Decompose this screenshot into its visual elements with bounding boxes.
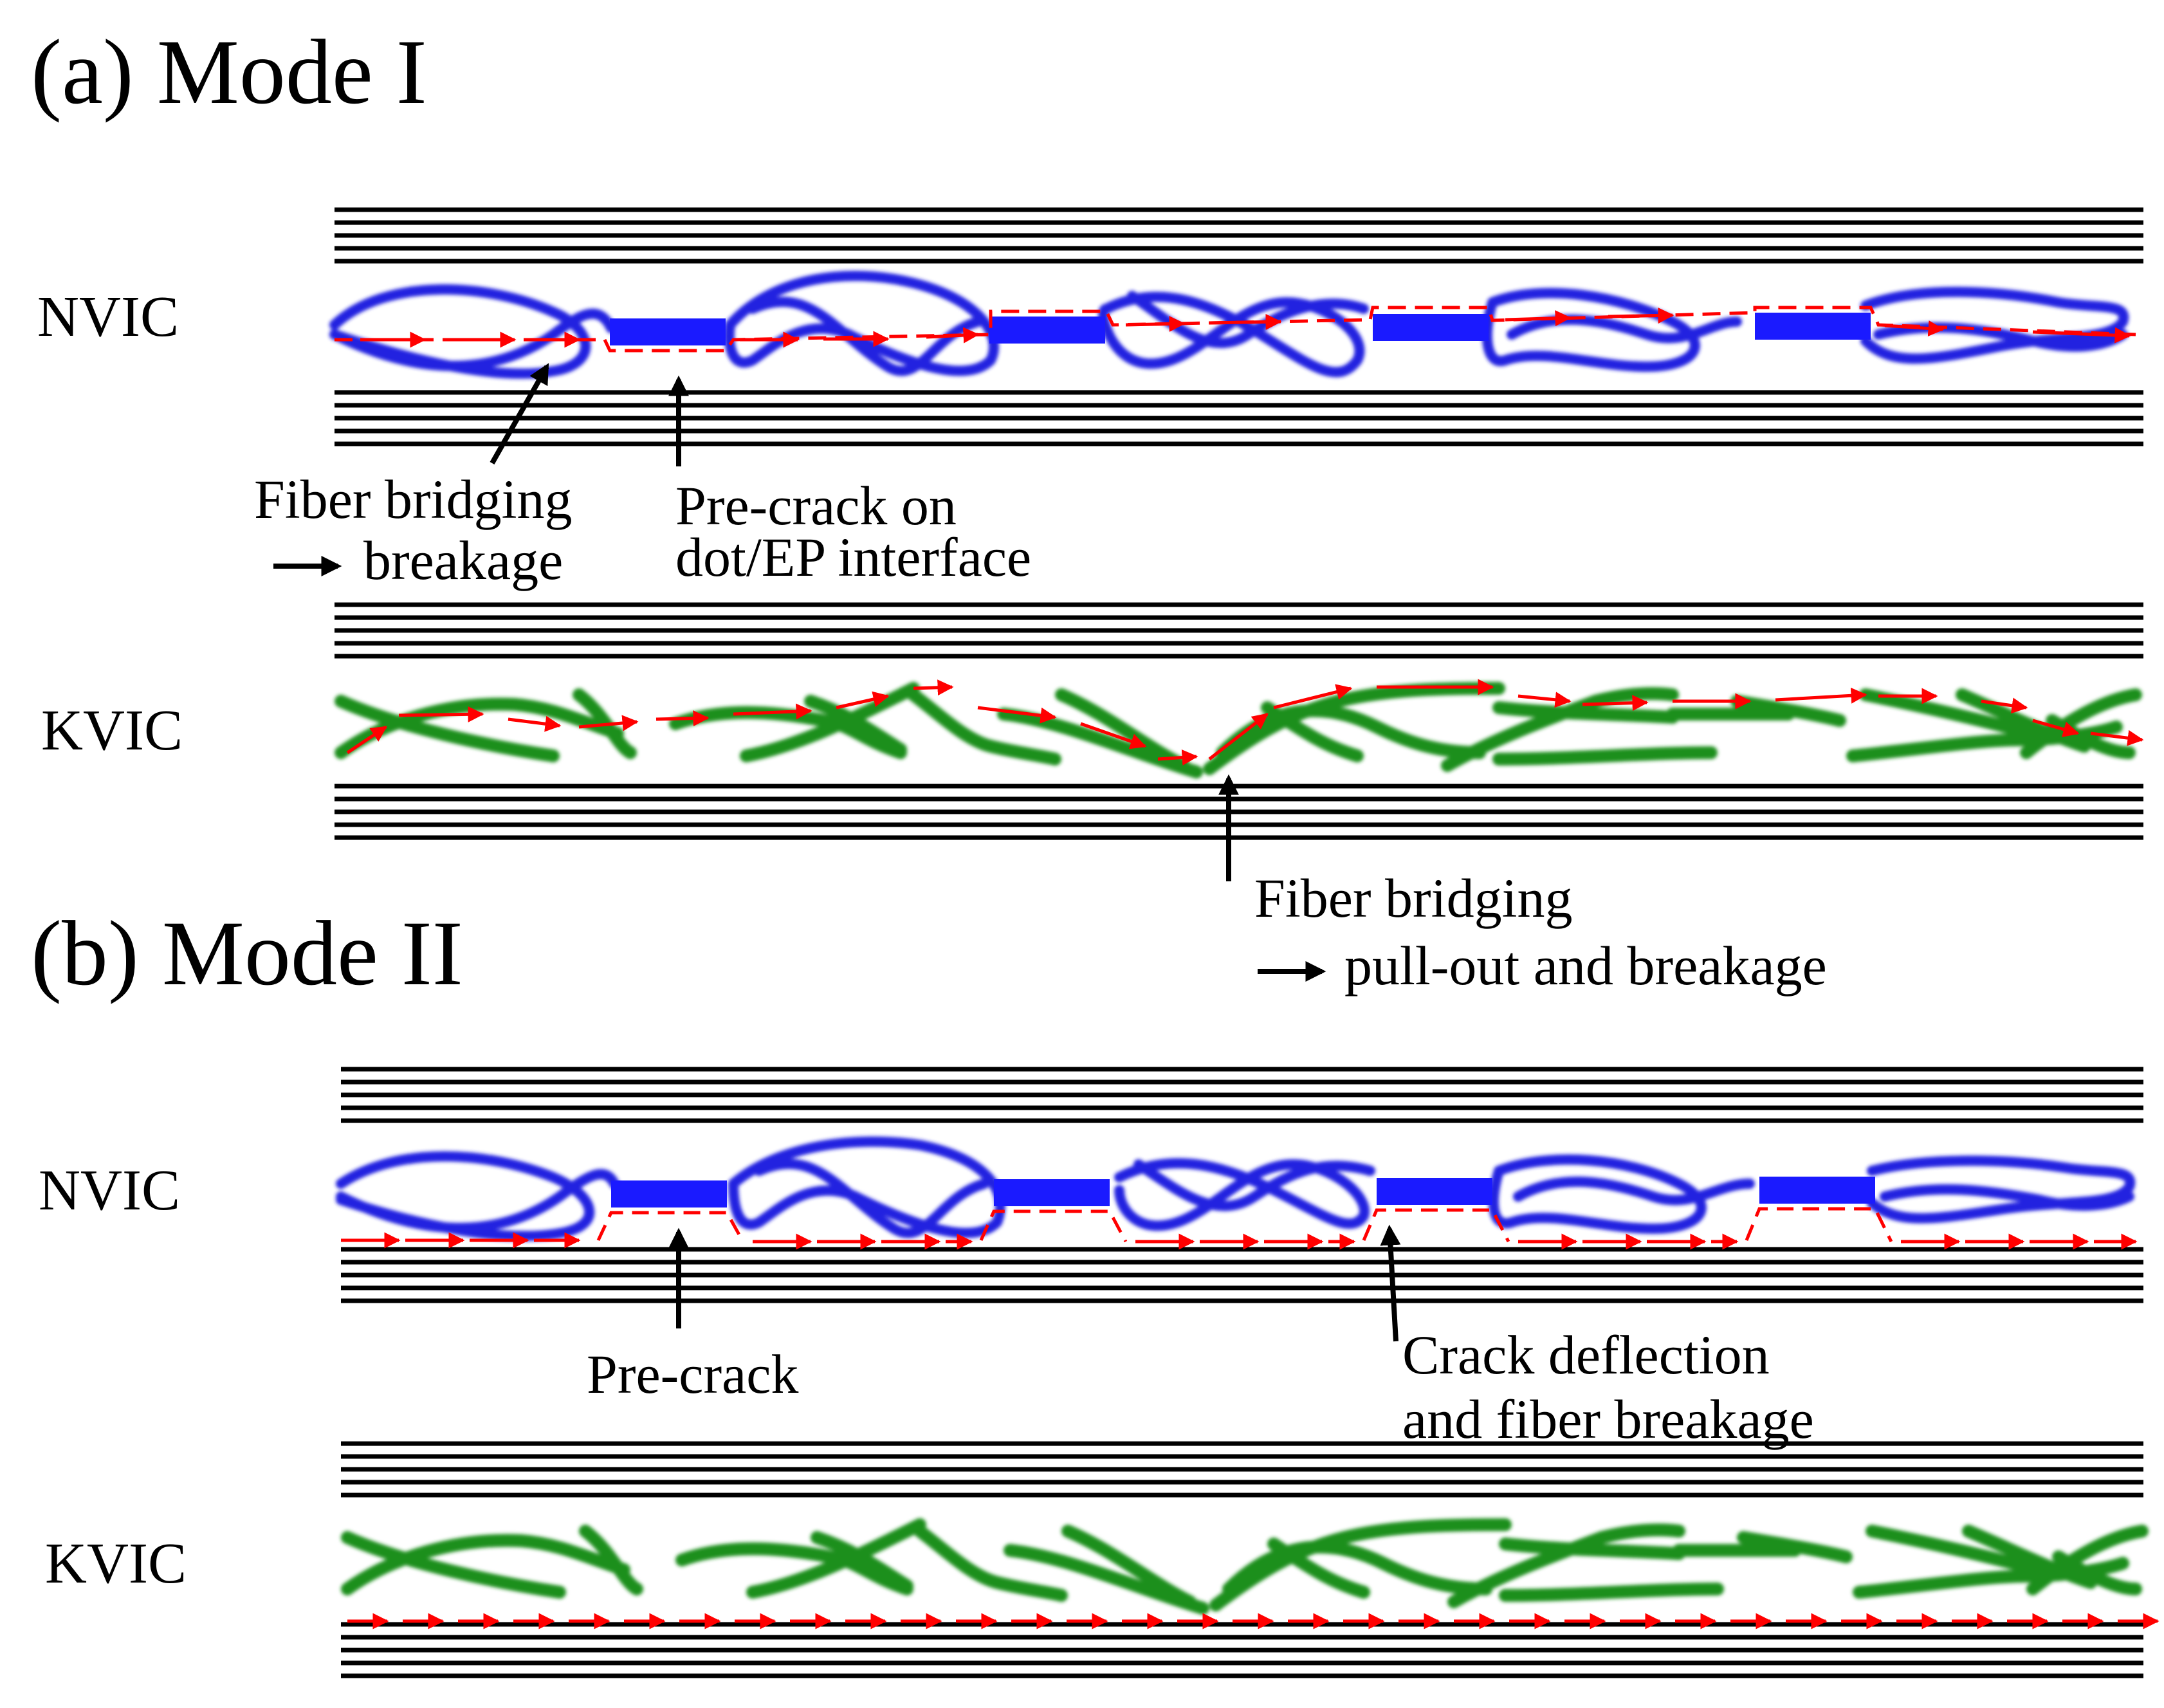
- ply-stack-a-nvic-top: [335, 207, 2143, 264]
- crack-arrows-mode1-nvic: [360, 307, 2131, 348]
- annotation-fiber-bridging-pullout-1: Fiber bridging: [1254, 867, 1572, 929]
- annotation-arrows: [273, 363, 1401, 1342]
- annotation-precrack: Pre-crack: [587, 1343, 798, 1405]
- arrow-fiber-bridging-breakage: [490, 363, 549, 464]
- annotation-fiber-bridging-1: Fiber bridging: [254, 468, 572, 530]
- kvic-fibers-mode2: [341, 1518, 2149, 1615]
- annotation-crack-deflection-2: and fiber breakage: [1402, 1388, 1814, 1450]
- kvic-fibers-mode1: [335, 682, 2142, 778]
- ply-stack-b-kvic-bottom: [341, 1622, 2143, 1678]
- crack-path-mode1-kvic: [346, 679, 2144, 766]
- annotation-crack-deflection-1: Crack deflection: [1402, 1324, 1770, 1386]
- annotation-fiber-bridging-pullout-2: pull-out and breakage: [1344, 935, 1827, 996]
- annotation-precrack-interface-2: dot/EP interface: [675, 526, 1031, 588]
- nvic-dots-mode1: [610, 313, 1871, 345]
- annotation-fiber-bridging-2: breakage: [363, 529, 563, 591]
- row-label-nvic-b: NVIC: [39, 1159, 180, 1222]
- crack-arrows-mode2-nvic: [341, 1232, 2138, 1250]
- panel-b-heading: (b) Mode II: [31, 903, 463, 1005]
- ply-stack-a-kvic-top: [335, 602, 2143, 659]
- crack-path-mode2-nvic: [596, 1207, 1893, 1243]
- row-label-nvic-a: NVIC: [37, 285, 179, 349]
- arrow-crack-deflection: [1380, 1224, 1401, 1342]
- nvic-fibers-mode2: [336, 1136, 2136, 1242]
- nvic-dots-mode2: [611, 1177, 1875, 1208]
- ply-stack-a-kvic-bottom: [335, 784, 2143, 840]
- ply-stack-b-nvic-bottom: [341, 1247, 2143, 1303]
- nvic-fibers-mode1: [329, 270, 2129, 379]
- panel-a-heading: (a) Mode I: [31, 21, 427, 124]
- annotation-precrack-interface-1: Pre-crack on: [675, 475, 957, 537]
- row-label-kvic-a: KVIC: [41, 699, 183, 762]
- ply-stack-b-kvic-top: [341, 1441, 2143, 1498]
- row-label-kvic-b: KVIC: [45, 1532, 187, 1595]
- ply-stack-a-nvic-bottom: [335, 390, 2143, 446]
- ply-stack-b-nvic-top: [341, 1067, 2143, 1123]
